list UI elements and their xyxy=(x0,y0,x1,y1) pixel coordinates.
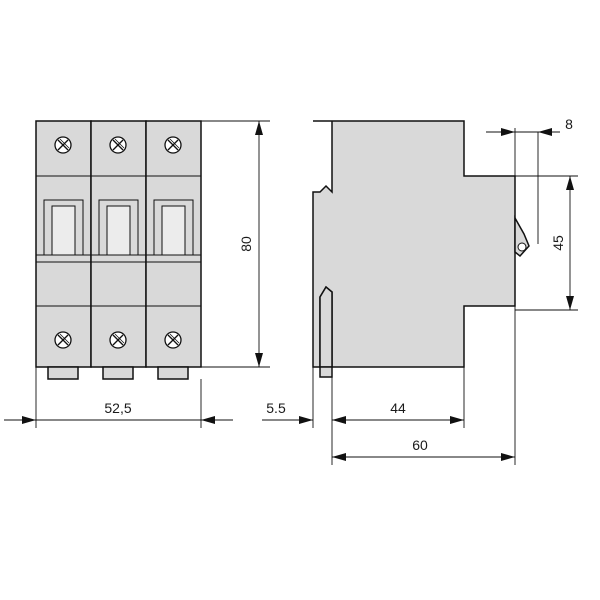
dimension-height: 80 xyxy=(201,120,270,368)
rail-offset-label: 5.5 xyxy=(266,400,286,416)
pole-module-2 xyxy=(90,120,147,380)
height-label: 80 xyxy=(238,236,254,252)
pole-module-3 xyxy=(145,120,202,380)
front-view: 80 52,5 xyxy=(4,120,270,428)
dimension-body-depth: 44 xyxy=(332,367,465,428)
dimension-toggle: 8 xyxy=(486,116,573,244)
width-label: 52,5 xyxy=(104,400,131,416)
body-depth-label: 44 xyxy=(390,400,406,416)
total-depth-label: 60 xyxy=(412,437,428,453)
dimension-rail-offset: 5.5 xyxy=(262,367,333,465)
screw-terminal-icon xyxy=(164,136,182,154)
dimension-front-height: 45 xyxy=(515,175,578,311)
dimension-width: 52,5 xyxy=(4,367,233,428)
dimension-total-depth: 60 xyxy=(332,306,516,465)
front-height-label: 45 xyxy=(550,235,566,251)
screw-terminal-icon xyxy=(109,136,127,154)
screw-terminal-icon xyxy=(109,331,127,349)
screw-terminal-icon xyxy=(164,331,182,349)
pole-module-1 xyxy=(35,120,92,380)
side-housing xyxy=(312,120,516,368)
screw-terminal-icon xyxy=(54,136,72,154)
toggle-label: 8 xyxy=(565,116,573,132)
screw-terminal-icon xyxy=(54,331,72,349)
side-view: 8 45 5.5 44 xyxy=(262,116,578,465)
